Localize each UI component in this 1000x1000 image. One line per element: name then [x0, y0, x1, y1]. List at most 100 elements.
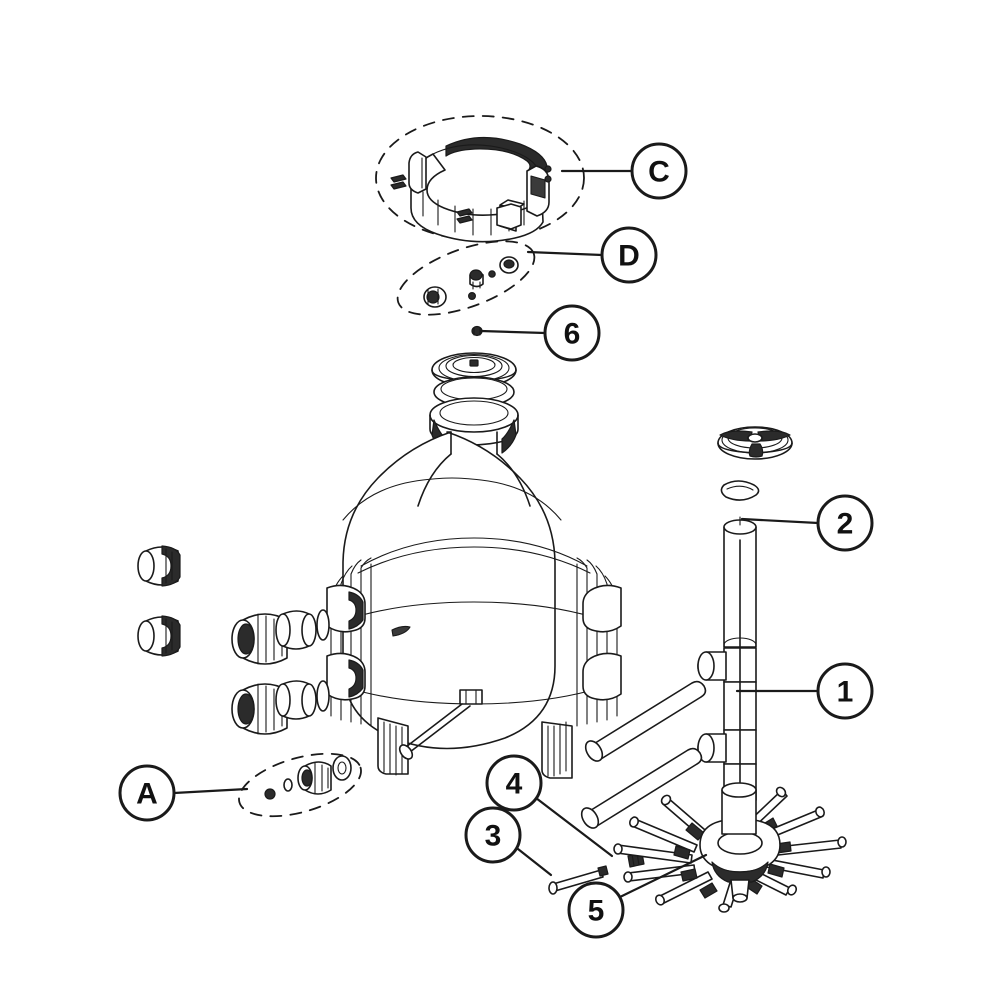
- callout-3-label: 3: [485, 820, 502, 853]
- tank-base-skirt-right: [541, 721, 573, 779]
- tank-base-skirt-left: [377, 717, 409, 775]
- callout-6[interactable]: 6: [479, 304, 601, 362]
- tank-drain-tube-end: [398, 744, 414, 760]
- tank-upper-seam: [360, 537, 588, 567]
- hardware-fitting-top: [499, 256, 519, 274]
- callout-4-leader: [534, 796, 614, 858]
- lower-pipe-section: [580, 747, 703, 829]
- callout-a[interactable]: A: [118, 764, 249, 822]
- filter-tank-body: [326, 431, 622, 779]
- callout-5[interactable]: 5: [567, 853, 708, 939]
- clamp-ring-left-lug: [408, 151, 427, 194]
- upper-pipe-section: [584, 680, 707, 762]
- hardware-screw-b: [468, 292, 477, 301]
- callout-6-leader: [479, 329, 547, 335]
- callout-5-label: 5: [588, 895, 605, 928]
- gasket-upper: [275, 610, 317, 650]
- callout-d-circle[interactable]: [600, 226, 658, 284]
- handwheel-spoke-bottom: [748, 443, 764, 458]
- group-c-dashed-ellipse: [375, 115, 585, 241]
- callout-2-circle[interactable]: [816, 494, 874, 552]
- tank-shoulder-line: [342, 477, 562, 521]
- callout-a-circle[interactable]: [118, 764, 176, 822]
- callout-3[interactable]: 3: [464, 806, 553, 877]
- tank-drain-tube: [401, 703, 471, 753]
- hardware-nut-large: [423, 286, 447, 308]
- tank-neck-taper: [417, 453, 531, 507]
- hub-inlet-opening: [721, 782, 757, 798]
- callout-2[interactable]: 2: [740, 494, 874, 552]
- lateral-hub-assembly: [613, 782, 847, 913]
- callout-c[interactable]: C: [560, 142, 688, 200]
- callout-2-label: 2: [837, 508, 854, 541]
- callout-d-label: D: [618, 240, 640, 273]
- clamp-bolt-right: [544, 165, 552, 183]
- callout-4-label: 4: [506, 768, 523, 801]
- tank-skirt-ribs-right: [547, 721, 567, 777]
- tank-port-lower-right: [582, 652, 622, 701]
- tank-upper-seam-2: [357, 546, 591, 574]
- tank-mid-band: [344, 601, 604, 621]
- callout-layer: C D 6 2 1: [118, 142, 874, 939]
- tank-neck-walls: [450, 431, 498, 455]
- clamp-ring-front-band: [410, 153, 544, 243]
- bulkhead-fittings-left: [137, 545, 330, 735]
- drain-o-ring-small: [283, 778, 293, 792]
- callout-1-circle[interactable]: [816, 662, 874, 720]
- hub-top-socket: [717, 831, 763, 855]
- callout-d[interactable]: D: [526, 226, 658, 284]
- clamp-ring-part: [408, 136, 550, 243]
- clamp-bolt-bottom: [456, 208, 473, 224]
- callout-6-circle[interactable]: [543, 304, 601, 362]
- small-hardware-group: [396, 240, 536, 316]
- callout-a-label: A: [136, 778, 158, 811]
- handwheel-spoke-right: [757, 430, 791, 442]
- drain-assembly-group: [238, 752, 362, 818]
- callout-1[interactable]: 1: [735, 662, 874, 720]
- callout-5-circle[interactable]: [567, 881, 625, 939]
- tank-ribs-right: [576, 557, 618, 727]
- retaining-clip: [720, 480, 760, 501]
- hub-bottom-cap: [732, 893, 748, 903]
- clamp-ring-segments: [422, 191, 525, 236]
- tank-label-plate: [391, 625, 411, 637]
- drain-screw: [264, 788, 276, 800]
- callout-c-label: C: [648, 156, 670, 189]
- bulkhead-fitting-2: [137, 615, 181, 657]
- clamp-ring-latch-slot: [530, 175, 546, 199]
- clamp-bracket-detached: [496, 203, 522, 230]
- tank-skirt-ribs-left: [383, 721, 403, 776]
- group-a-dashed-ellipse: [238, 752, 362, 818]
- callout-5-leader: [618, 853, 708, 899]
- tank-port-lower-left-bore: [348, 659, 364, 698]
- tank-lid-stack: [429, 352, 519, 454]
- callout-c-circle[interactable]: [630, 142, 688, 200]
- tank-outer-shell: [342, 431, 556, 750]
- handwheel-hub: [747, 433, 763, 443]
- group-d-dashed-ellipse: [396, 240, 536, 316]
- gasket-washer-upper: [316, 609, 330, 641]
- handwheel-cap: [717, 426, 793, 460]
- callout-4-circle[interactable]: [485, 754, 543, 812]
- callout-2-leader: [740, 517, 820, 525]
- callout-4[interactable]: 4: [485, 754, 614, 858]
- handwheel-spoke-left: [719, 430, 753, 442]
- clamp-ring-top-edge: [432, 144, 540, 173]
- bulkhead-fitting-1: [137, 545, 181, 587]
- callout-d-leader: [526, 250, 604, 257]
- clamp-ring-assembly: [375, 115, 585, 243]
- tank-port-upper-right: [582, 584, 622, 633]
- gasket-lower: [275, 680, 317, 720]
- callout-3-leader: [516, 847, 553, 877]
- upper-tee-fitting: [697, 647, 757, 683]
- drain-cap-knurled: [297, 761, 332, 795]
- lateral-arm-loose: [548, 865, 609, 895]
- union-nut-upper: [231, 613, 288, 665]
- clamp-bolt-left: [390, 174, 407, 190]
- gasket-washer-lower: [316, 680, 330, 712]
- callout-3-circle[interactable]: [464, 806, 522, 864]
- tank-drain-boss: [459, 689, 483, 705]
- hub-underside: [711, 861, 769, 883]
